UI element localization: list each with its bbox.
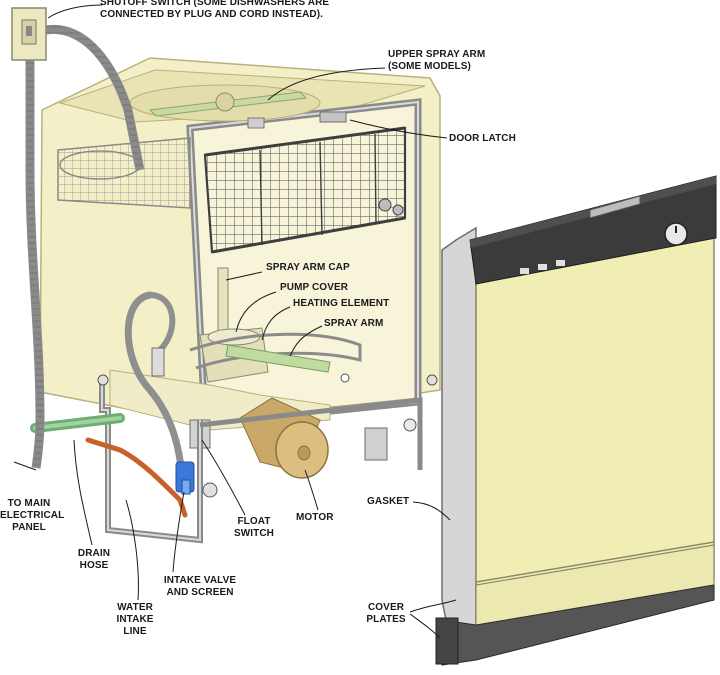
door-dial — [664, 222, 688, 246]
leader-cover-plates-1 — [409, 599, 457, 613]
leader-spray-arm — [289, 325, 323, 357]
leader-spray-cap — [225, 271, 263, 281]
leader-shutoff — [47, 4, 103, 19]
leader-motor — [304, 469, 319, 511]
drain-hose — [124, 291, 186, 479]
lower-spray-arm — [225, 344, 331, 373]
label-shutoff-switch: SHUTOFF SWITCH (SOME DISHWASHERS ARE CON… — [100, 0, 330, 20]
leader-lines — [13, 4, 457, 639]
door-latch — [319, 111, 347, 123]
label-gasket: GASKET — [367, 496, 410, 507]
leader-float — [201, 439, 246, 516]
cover-plate-lower — [435, 617, 459, 665]
label-heating-element: HEATING ELEMENT — [293, 298, 390, 309]
front-base-rail — [199, 397, 423, 470]
door-button-3 — [556, 260, 565, 266]
label-door-latch: DOOR LATCH — [449, 133, 516, 144]
leader-intake-valve — [172, 491, 185, 573]
door-toe-kick — [441, 584, 715, 666]
leader-cover-plates-2 — [409, 613, 441, 639]
label-float-switch: FLOAT SWITCH — [233, 516, 275, 539]
copper-intake-line — [85, 437, 188, 518]
label-to-main-panel: TO MAIN ELECTRICAL PANEL — [0, 498, 65, 533]
door-latch-handle — [589, 195, 641, 219]
label-water-intake-line: WATER INTAKE LINE — [116, 602, 154, 637]
leader-pump-cover — [235, 291, 277, 333]
spray-arm-cap — [217, 267, 229, 339]
door-button-1 — [520, 268, 529, 274]
leader-heating — [261, 306, 291, 341]
label-pump-cover: PUMP COVER — [280, 282, 349, 293]
side-rack — [57, 137, 191, 209]
door-button-2 — [538, 264, 547, 270]
door-gasket — [441, 226, 477, 641]
label-intake-valve: INTAKE VALVE AND SCREEN — [163, 575, 237, 598]
leader-upper-spray — [267, 67, 386, 101]
dishwasher-door — [435, 175, 717, 666]
label-drain-hose: DRAIN HOSE — [77, 548, 111, 571]
label-motor: MOTOR — [296, 512, 334, 523]
label-upper-spray-arm: UPPER SPRAY ARM (SOME MODELS) — [388, 49, 486, 72]
leader-drain — [73, 439, 93, 546]
label-cover-plates: COVER PLATES — [366, 602, 406, 625]
label-spray-arm: SPRAY ARM — [324, 318, 384, 329]
leader-gasket — [412, 501, 451, 521]
label-spray-arm-cap: SPRAY ARM CAP — [266, 262, 350, 273]
leader-door-latch — [349, 119, 448, 139]
cover-plate-upper — [475, 541, 715, 583]
leader-water-intake — [125, 499, 139, 601]
junction-box — [364, 427, 388, 461]
leader-to-panel — [13, 461, 37, 471]
